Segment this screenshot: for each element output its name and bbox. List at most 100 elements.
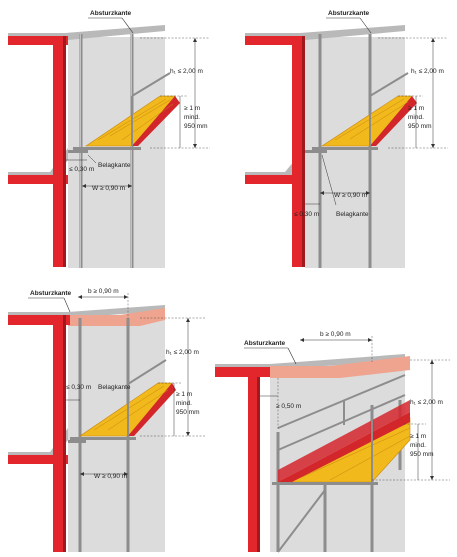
fall-edge-label: Absturzkante bbox=[244, 340, 286, 347]
fall-edge-leader bbox=[121, 17, 134, 34]
rail-height-label: ≥ 1 m bbox=[184, 105, 200, 112]
building-wall bbox=[305, 37, 405, 268]
rail-height-label: 950 mm bbox=[184, 123, 207, 130]
building-column bbox=[53, 36, 66, 267]
rail-height-label: 950 mm bbox=[408, 123, 431, 130]
dim-arrow bbox=[124, 295, 128, 299]
rail-height-label: ≥ 1 m bbox=[410, 433, 426, 440]
guard-rail bbox=[277, 394, 406, 451]
ledger bbox=[70, 437, 136, 440]
deck-plank-line bbox=[121, 103, 174, 141]
fall-edge-label: Absturzkante bbox=[30, 290, 72, 297]
dim-arrow bbox=[320, 191, 324, 195]
rail-height-label: mind. bbox=[408, 114, 424, 121]
roof-slab-top bbox=[8, 305, 165, 318]
deck-plank-line bbox=[329, 435, 411, 481]
dim-arrow bbox=[431, 38, 435, 42]
floor-slab bbox=[8, 455, 68, 464]
deck-plank-line bbox=[109, 99, 171, 137]
fall-edge-leader bbox=[359, 17, 372, 34]
width-label: W ≥ 0,90 m bbox=[92, 185, 125, 192]
building-wall bbox=[68, 37, 165, 268]
rail-height-label: mind. bbox=[410, 442, 426, 449]
width-label: W ≥ 0,90 m bbox=[94, 473, 127, 480]
panel-2: Absturzkante h₁ ≤ 2,00 m ≥ 1 m mind. 950… bbox=[245, 10, 448, 268]
roof-extension bbox=[270, 356, 410, 378]
dim-arrow bbox=[128, 184, 132, 188]
building-column bbox=[292, 36, 305, 267]
bracket bbox=[68, 440, 86, 443]
ledger bbox=[272, 482, 378, 485]
dim-h1-label: h₁ ≤ 2,00 m bbox=[410, 399, 443, 406]
dim-arrow bbox=[300, 338, 304, 342]
building-column bbox=[53, 315, 66, 552]
rail-height-label: ≥ 1 m bbox=[408, 105, 424, 112]
building-column-shade bbox=[302, 36, 305, 267]
roof-slab bbox=[8, 36, 68, 45]
deck-edge-label: Belagkante bbox=[98, 384, 131, 391]
building-column-shade bbox=[257, 377, 260, 552]
rail-height-label: mind. bbox=[184, 114, 200, 121]
ledger bbox=[312, 147, 378, 150]
width-label: W ≥ 0,90 m bbox=[334, 192, 367, 199]
deck-plank-line bbox=[299, 427, 411, 479]
gap-label: ≤ 0,30 m bbox=[69, 166, 94, 173]
dim-arrow bbox=[186, 432, 190, 436]
dim-arrow bbox=[82, 184, 86, 188]
dim-arrow bbox=[78, 295, 82, 299]
fall-edge-leader bbox=[287, 347, 297, 365]
bracket bbox=[68, 150, 88, 153]
deck-edge-label: Belagkante bbox=[336, 211, 369, 218]
guard-rail bbox=[127, 359, 167, 385]
deck-edge-label: Belagkante bbox=[98, 162, 131, 169]
dim-h1-label: h₁ ≤ 2,00 m bbox=[166, 349, 199, 356]
guard-rail bbox=[131, 72, 171, 97]
dim-h1-label: h₁ ≤ 2,00 m bbox=[170, 68, 203, 75]
ledger bbox=[73, 147, 141, 150]
dim-arrow bbox=[193, 38, 197, 42]
toe-board bbox=[128, 383, 176, 436]
gap-label: ≥ 0,50 m bbox=[276, 403, 301, 410]
dim-arrow bbox=[430, 360, 434, 364]
deck-edge-leader bbox=[321, 154, 337, 206]
floor-slab bbox=[8, 175, 68, 184]
scaffold-diagonal bbox=[277, 489, 326, 553]
panel-3: Absturzkante b ≥ 0,90 m h₁ ≤ 2,00 m ≥ 1 … bbox=[8, 288, 205, 552]
dim-arrow bbox=[430, 476, 434, 480]
roof-slab bbox=[8, 315, 70, 325]
dim-h1-label: h₁ ≤ 2,00 m bbox=[411, 68, 444, 75]
rail-height-label: ≥ 1 m bbox=[176, 391, 192, 398]
dim-arrow bbox=[431, 144, 435, 148]
panel-1: Absturzkante h₁ ≤ 2,00 m ≥ 1 m mind. 950… bbox=[8, 10, 210, 268]
roof-slab bbox=[245, 36, 305, 45]
building-column-shade bbox=[63, 36, 66, 267]
dim-arrow bbox=[193, 144, 197, 148]
roof-extension bbox=[68, 308, 165, 326]
rail-height-label: 950 mm bbox=[410, 451, 433, 458]
fall-edge-leader bbox=[63, 297, 71, 313]
dim-arrow bbox=[366, 191, 370, 195]
fall-edge-label: Absturzkante bbox=[90, 10, 132, 17]
deck-plank-line bbox=[349, 101, 409, 140]
rail-height-label: 950 mm bbox=[176, 409, 199, 416]
deck-plank-line bbox=[107, 389, 169, 431]
rail-height-label: mind. bbox=[176, 400, 192, 407]
bracket bbox=[305, 150, 327, 153]
dim-arrow bbox=[368, 338, 372, 342]
roof-slab-top bbox=[215, 354, 405, 370]
dim-arrow bbox=[186, 318, 190, 322]
deck-edge-leader bbox=[87, 154, 97, 164]
toe-board bbox=[278, 400, 410, 482]
dim-arrow bbox=[124, 472, 128, 476]
roof-slab bbox=[215, 367, 270, 377]
dim-arrow bbox=[80, 472, 84, 476]
floor-slab-top bbox=[245, 148, 305, 178]
panel-4: Absturzkante b ≥ 0,90 m h₁ ≤ 2,00 m ≥ 1 … bbox=[215, 331, 450, 553]
toe-board bbox=[370, 96, 417, 146]
toe-board bbox=[132, 96, 180, 146]
b-label: b ≥ 0,90 m bbox=[320, 331, 351, 338]
guard-rail bbox=[369, 72, 409, 97]
fall-edge-label: Absturzkante bbox=[328, 10, 370, 17]
guard-rail bbox=[277, 374, 406, 429]
